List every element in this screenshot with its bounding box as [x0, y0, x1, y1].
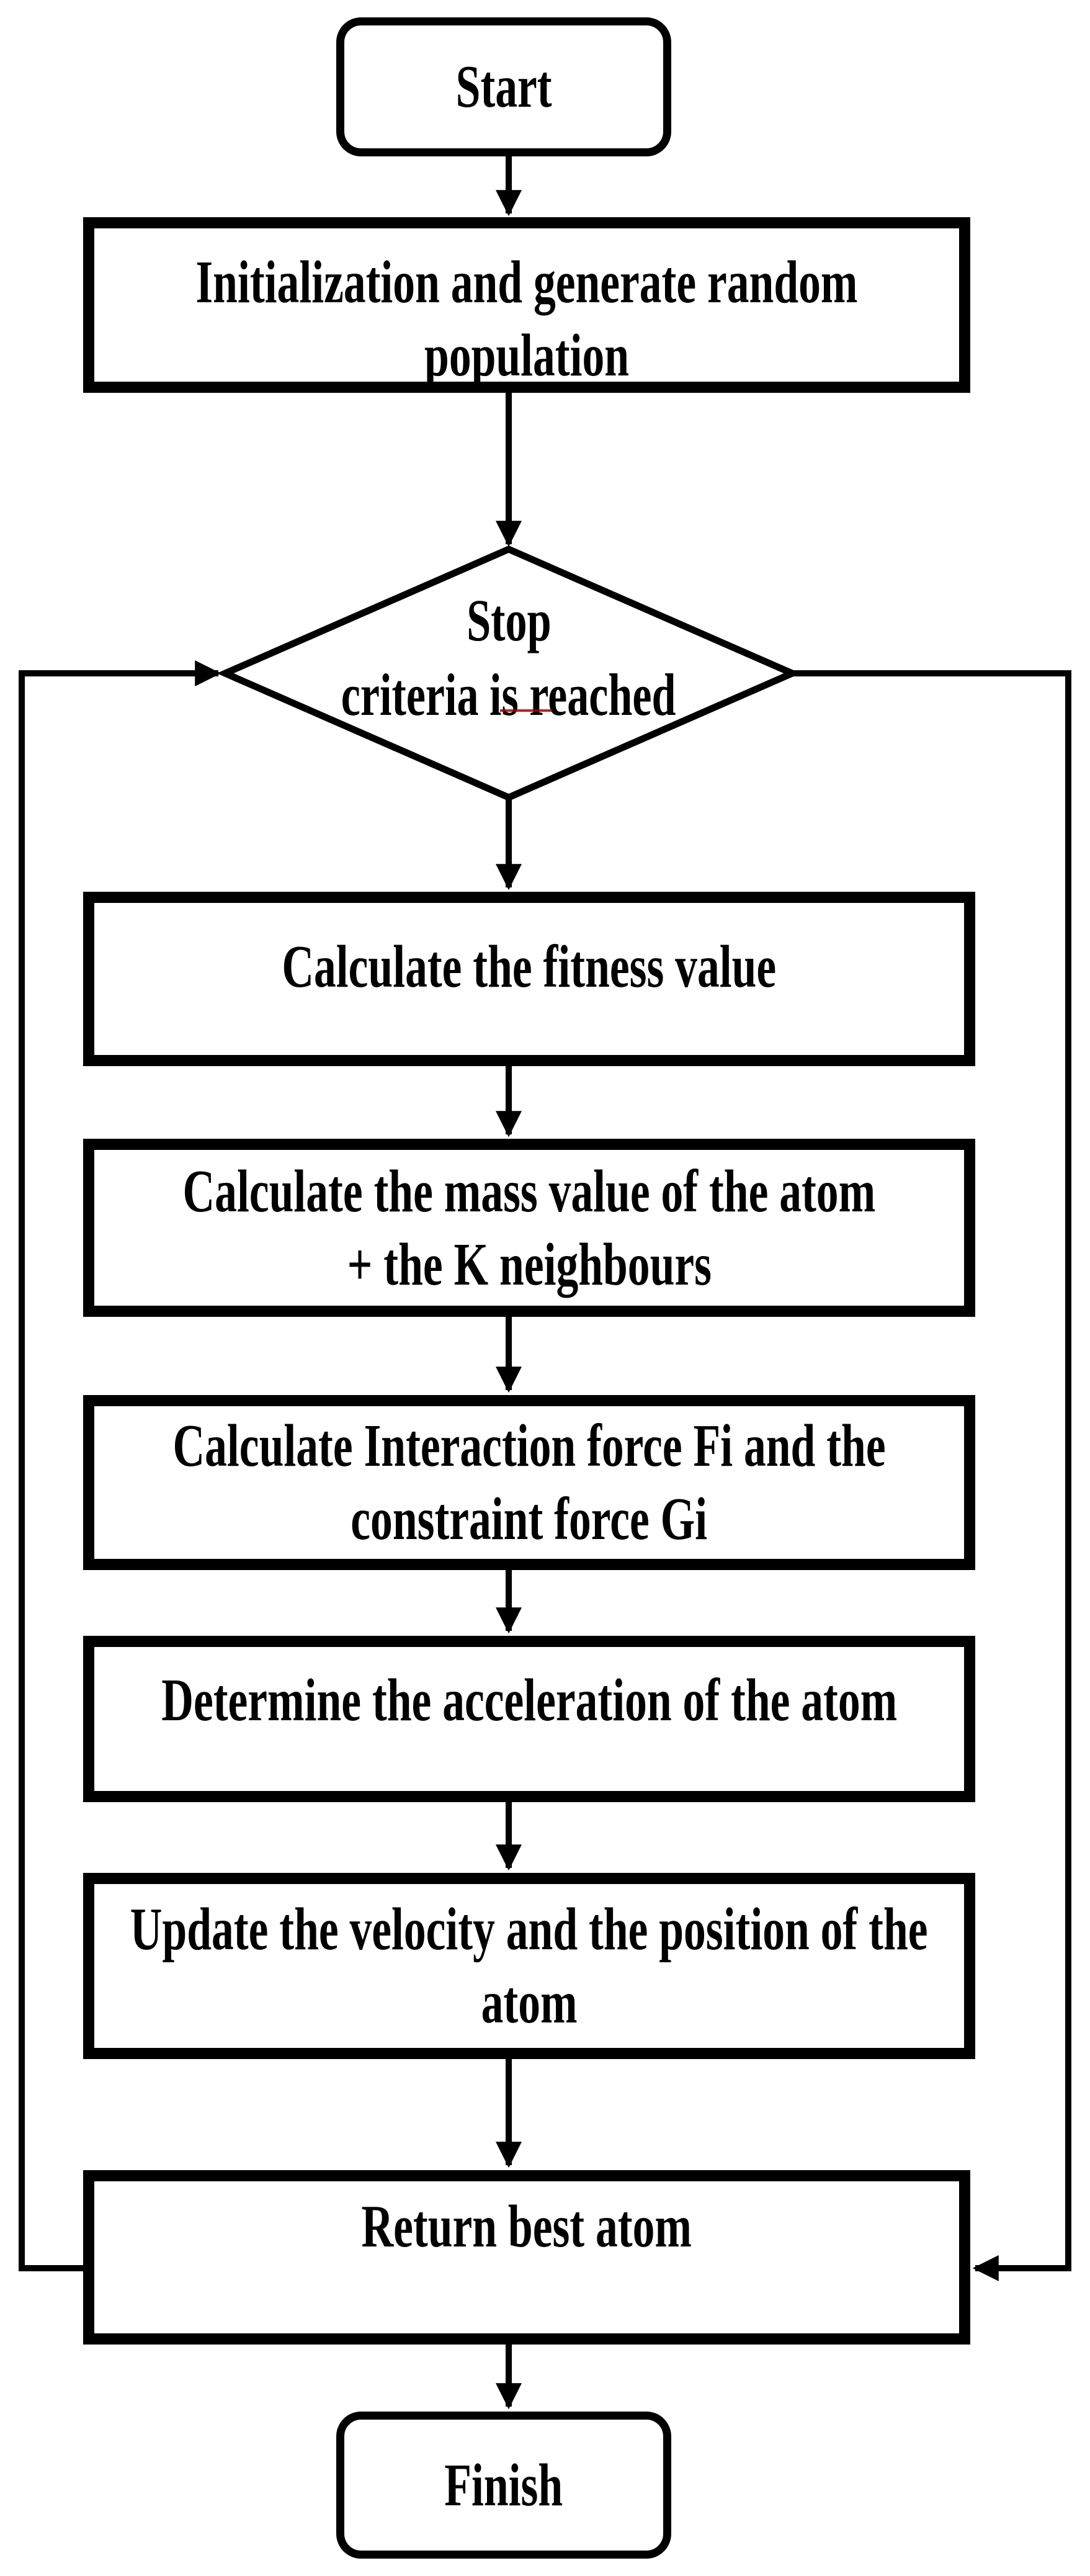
- node-start-label: Start: [455, 53, 552, 120]
- node-calculate-mass-label-line2: + the K neighbours: [347, 1231, 712, 1298]
- node-update-velocity-label-line2: atom: [481, 1969, 578, 2036]
- node-calculate-forces-label-line2: constraint force Gi: [351, 1486, 708, 1553]
- node-stop-criteria: Stop criteria is reached: [261, 546, 757, 770]
- node-stop-criteria-label-line1: Stop: [466, 587, 552, 653]
- node-determine-acceleration-label: Determine the acceleration of the atom: [161, 1667, 897, 1734]
- node-calculate-mass-label-line1: Calculate the mass value of the atom: [182, 1157, 876, 1225]
- node-initialization-label-line1: Initialization and generate random: [195, 249, 858, 316]
- node-calculate-fitness: Calculate the fitness value: [83, 892, 975, 1066]
- node-stop-criteria-label-line2: criteria is reached: [341, 662, 676, 728]
- node-update-velocity-position: Update the velocity and the position of …: [83, 1873, 975, 2059]
- node-determine-acceleration: Determine the acceleration of the atom: [83, 1636, 975, 1802]
- node-initialization-label-line2: population: [424, 322, 630, 389]
- node-calculate-fitness-label: Calculate the fitness value: [282, 933, 777, 1000]
- node-calculate-mass: Calculate the mass value of the atom + t…: [83, 1139, 975, 1317]
- node-return-best-atom-label: Return best atom: [361, 2192, 692, 2260]
- node-initialization: Initialization and generate random popul…: [83, 217, 970, 393]
- node-start: Start: [336, 17, 671, 156]
- node-update-velocity-label-line1: Update the velocity and the position of …: [130, 1896, 928, 1963]
- node-finish: Finish: [336, 2412, 671, 2559]
- spellcheck-underline: [500, 709, 552, 712]
- node-return-best-atom: Return best atom: [83, 2170, 970, 2345]
- node-calculate-forces-label-line1: Calculate Interaction force Fi and the: [172, 1412, 886, 1479]
- node-calculate-forces: Calculate Interaction force Fi and the c…: [83, 1395, 975, 1570]
- node-finish-label: Finish: [444, 2451, 563, 2519]
